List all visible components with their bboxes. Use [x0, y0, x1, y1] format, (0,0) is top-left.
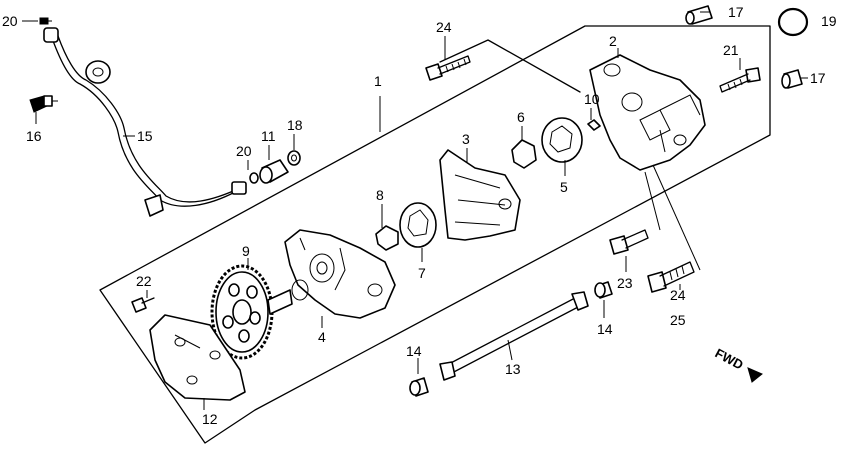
callout-8: 8: [376, 187, 384, 203]
dowel-17-right: [781, 69, 803, 89]
callout-14-lower: 14: [406, 343, 422, 359]
collar-group: [249, 150, 301, 184]
callout-13: 13: [505, 361, 521, 377]
assembly-frame: [99, 25, 771, 444]
callout-3: 3: [462, 131, 470, 147]
callout-15: 15: [137, 128, 153, 144]
callout-24-top: 24: [436, 19, 452, 35]
callout-numbers: 1 2 3 4 5 6 7 8 9 10 11 12 13 14 14 15 1…: [2, 4, 837, 427]
bolt-24-lower: [647, 261, 695, 293]
fwd-arrow: FWD: [713, 345, 763, 383]
bolt-21: [719, 67, 761, 93]
pump-cover: [589, 54, 706, 171]
callout-11: 11: [261, 128, 276, 144]
callout-1: 1: [374, 73, 382, 89]
callout-4: 4: [318, 329, 326, 345]
screw-20-top: [39, 17, 52, 25]
callout-23: 23: [617, 275, 633, 291]
leader-lines: [22, 11, 808, 410]
cover-12: [149, 314, 246, 401]
outer-rotor-5: [541, 117, 583, 163]
bolt-22: [131, 297, 155, 313]
collar-14-lower: [409, 377, 429, 397]
callout-21: 21: [723, 42, 739, 58]
callout-5: 5: [560, 179, 568, 195]
pump-body-4: [284, 229, 396, 319]
callout-18: 18: [287, 117, 303, 133]
callout-25: 25: [670, 312, 686, 328]
outer-rotor-7: [399, 202, 437, 248]
callout-20-top: 20: [2, 13, 18, 29]
inner-rotor-8: [375, 225, 399, 251]
callout-6: 6: [517, 109, 525, 125]
callout-16: 16: [26, 128, 42, 144]
bolt-23: [609, 229, 649, 255]
bolt-16: [29, 95, 58, 113]
callout-24-lower: 24: [670, 287, 686, 303]
oring-19: [777, 7, 809, 37]
callout-7: 7: [418, 265, 426, 281]
callout-22: 22: [136, 273, 152, 289]
callout-19: 19: [821, 13, 837, 29]
collar-14-right: [594, 281, 613, 299]
callout-10: 10: [584, 91, 600, 107]
callout-17-right: 17: [810, 70, 826, 86]
inner-rotor-6: [511, 139, 537, 169]
bolt-24-top: [425, 55, 471, 81]
oil-pipe: [43, 27, 247, 217]
callout-14-right: 14: [597, 321, 613, 337]
shaft-13: [439, 291, 589, 381]
callout-9: 9: [242, 243, 250, 259]
callout-12: 12: [202, 411, 218, 427]
callout-20-mid: 20: [236, 143, 252, 159]
callout-2: 2: [609, 33, 617, 49]
plate-3: [439, 149, 521, 241]
pin-10: [587, 119, 601, 131]
driven-gear-9: [210, 264, 293, 360]
dowel-17-top: [685, 5, 713, 25]
callout-17-top: 17: [728, 4, 744, 20]
fwd-label: FWD: [713, 345, 746, 372]
